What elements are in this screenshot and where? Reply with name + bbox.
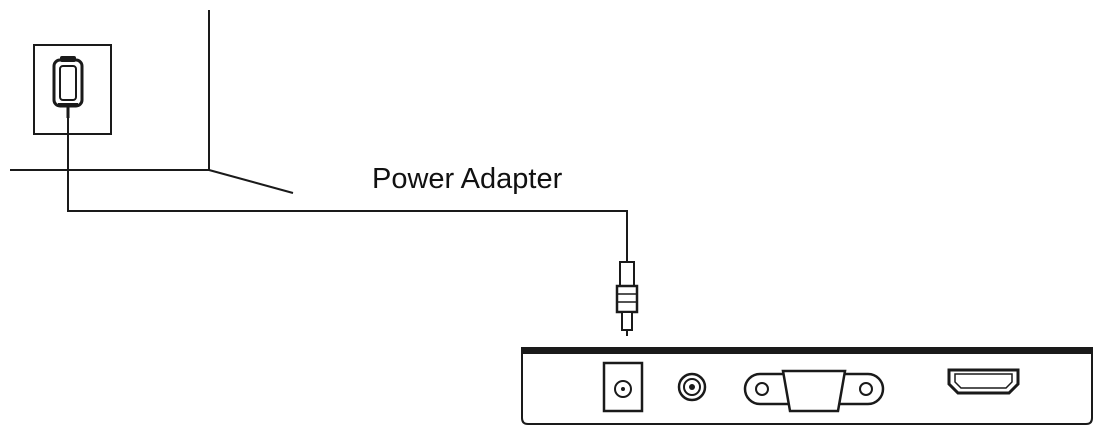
hdmi-port-icon <box>947 368 1020 395</box>
power-adapter-label: Power Adapter <box>372 163 563 195</box>
vga-port-icon <box>743 369 885 413</box>
adapter-plug-icon <box>52 56 84 118</box>
dc-plug-icon <box>615 261 639 336</box>
dc-in-port-icon <box>602 361 644 413</box>
audio-jack-icon <box>677 372 707 402</box>
room-corner <box>10 10 294 194</box>
power-cable <box>67 118 628 262</box>
